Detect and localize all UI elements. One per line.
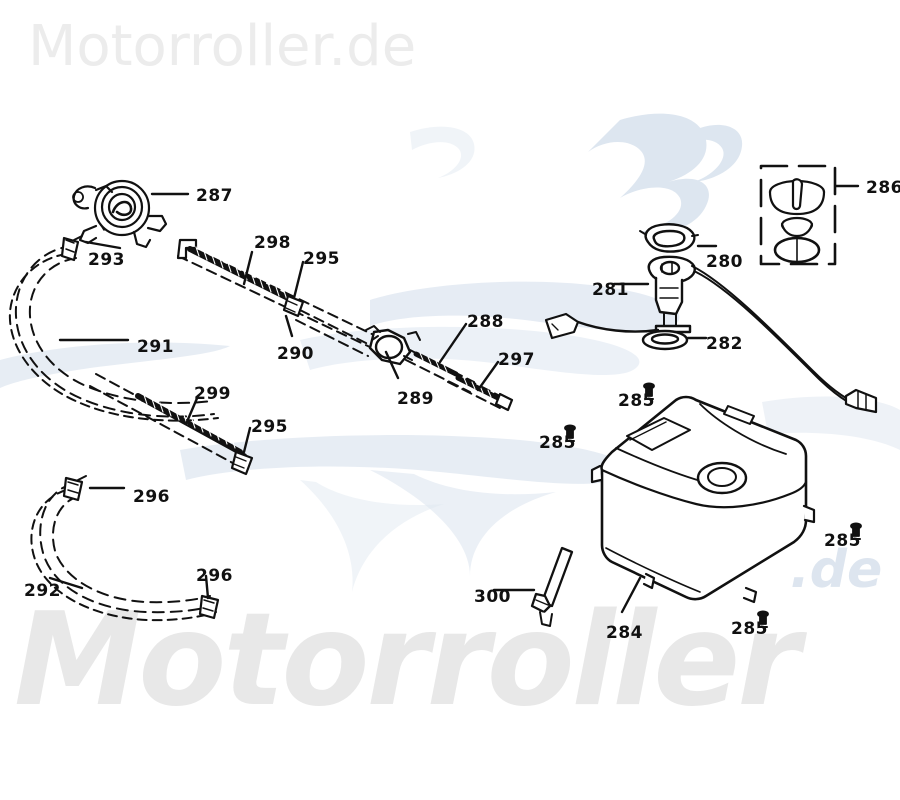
callout-295-a: 295	[303, 249, 340, 269]
part-288-braid	[413, 351, 459, 377]
part-292-fuel-hose	[30, 483, 217, 622]
part-293-hose-clamp	[60, 235, 83, 262]
part-285-screws	[564, 382, 862, 628]
part-284-fuel-tank	[590, 395, 816, 604]
watermark-top: Motorroller.de	[28, 14, 417, 79]
part-286-cap-box	[759, 164, 837, 266]
part-298-end-fitting	[176, 238, 198, 260]
callout-289: 289	[397, 389, 434, 409]
callout-285-b: 285	[539, 433, 576, 453]
part-296-hose-clamp-b	[198, 594, 220, 620]
part-295-hose-clamp-a	[282, 294, 305, 318]
callout-292: 292	[24, 581, 61, 601]
callout-296-a: 296	[133, 487, 170, 507]
callout-291: 291	[137, 337, 174, 357]
callout-288: 288	[467, 312, 504, 332]
sender-wire	[691, 265, 849, 403]
callout-299: 299	[194, 384, 231, 404]
callout-285-d: 285	[731, 619, 768, 639]
callout-296-b: 296	[196, 566, 233, 586]
part-286-fuel-cap	[768, 178, 826, 264]
watermark-bottom: Motorroller	[14, 586, 800, 735]
part-289-fuel-filter	[365, 325, 421, 366]
part-297-end-fitting	[494, 392, 514, 412]
callout-285-a: 285	[618, 391, 655, 411]
part-298-braid	[187, 246, 295, 303]
callout-300: 300	[474, 587, 511, 607]
part-299-braid	[135, 393, 243, 455]
callout-285-c: 285	[824, 531, 861, 551]
leader-lines	[48, 184, 860, 614]
callout-298: 298	[254, 233, 291, 253]
part-hose-middle	[295, 309, 373, 357]
callout-286: 286	[866, 178, 900, 198]
part-300-fuel-sensor	[530, 546, 574, 627]
callout-284: 284	[606, 623, 643, 643]
callout-293: 293	[88, 250, 125, 270]
callout-290: 290	[277, 344, 314, 364]
part-295-hose-clamp-b	[230, 450, 254, 476]
callout-282: 282	[706, 334, 743, 354]
part-280-sender-ring	[639, 223, 699, 253]
part-291-fuel-hose	[8, 245, 219, 422]
part-296-hose-clamp-a	[62, 475, 87, 502]
callout-295-b: 295	[251, 417, 288, 437]
callout-287: 287	[196, 186, 233, 206]
callout-280: 280	[706, 252, 743, 272]
watermark-corner: .de	[790, 540, 883, 600]
callout-297: 297	[498, 350, 535, 370]
callout-281: 281	[592, 280, 629, 300]
wire-connector	[844, 388, 878, 414]
part-282-sender-gasket	[641, 329, 689, 351]
part-287-fuel-pump	[72, 179, 168, 249]
part-281-pump-sender	[544, 255, 696, 340]
